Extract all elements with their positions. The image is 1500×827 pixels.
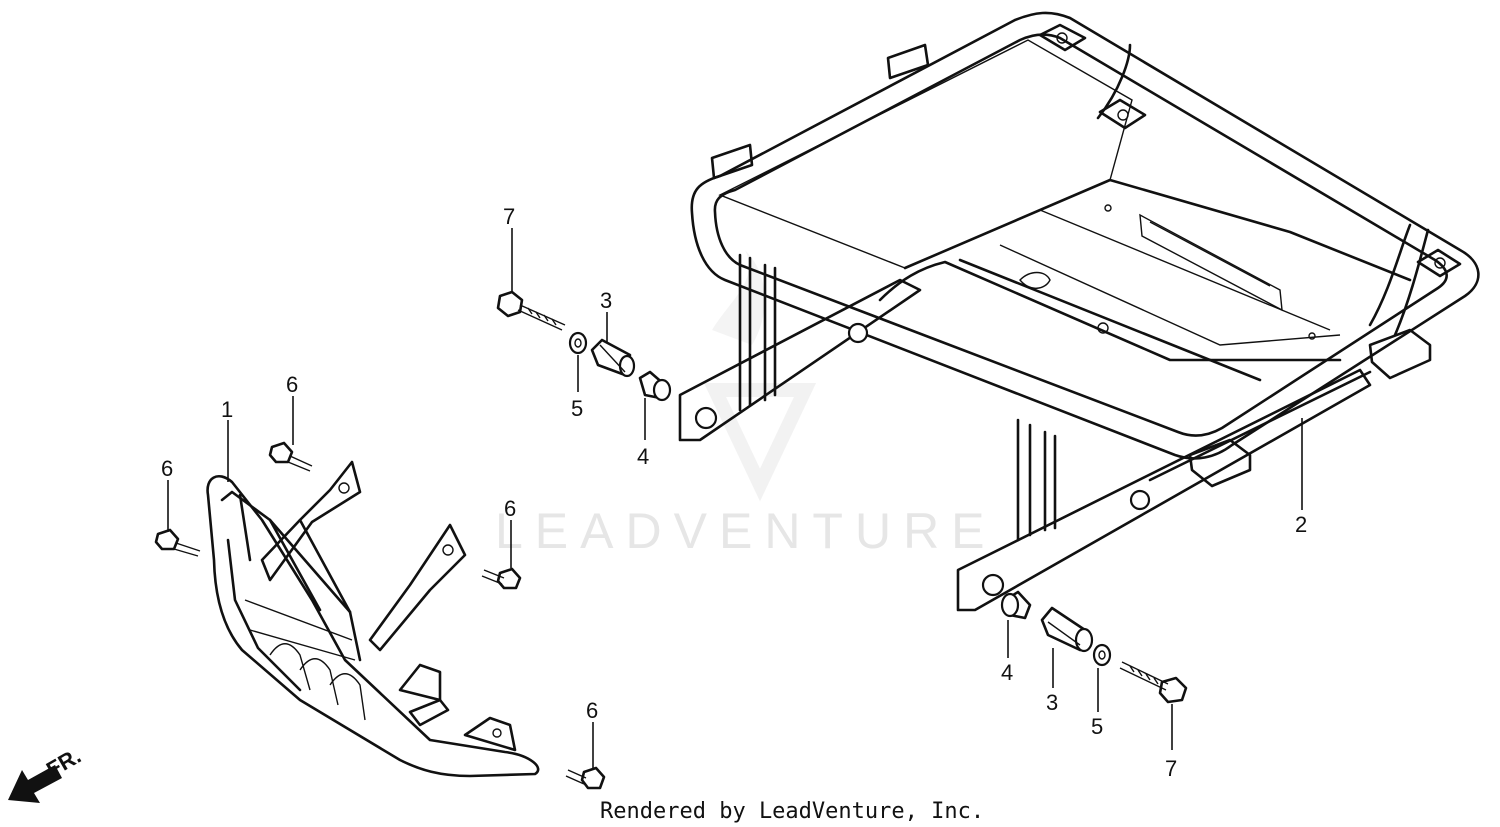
bolt-7-upper [496,290,566,331]
callout-5-lower: 5 [1091,714,1103,739]
bushing-3-lower [1040,606,1094,653]
leader-lines [167,228,1303,768]
callout-5-upper: 5 [571,396,583,421]
bolt-7-lower [1119,661,1188,704]
callout-6-b: 6 [161,456,173,481]
callout-1: 1 [221,397,233,422]
callout-3-lower: 3 [1046,690,1058,715]
render-credit: Rendered by LeadVenture, Inc. [600,799,984,824]
callout-3-upper: 3 [600,288,612,313]
bolt-6-b [154,528,201,557]
bolt-6-d [565,766,606,790]
callout-4-lower: 4 [1001,660,1013,685]
carrier-frame [678,11,1480,612]
bushing-3-upper [590,338,636,378]
collar-4-lower [1000,590,1032,620]
front-direction-arrow [8,765,62,803]
callout-6-d: 6 [586,698,598,723]
washer-5-upper [568,331,588,355]
callout-4-upper: 4 [637,444,649,469]
watermark-text: LEADVENTURE [495,503,997,559]
callout-6-a: 6 [286,372,298,397]
callout-7-lower: 7 [1165,756,1177,781]
bolt-6-a [268,441,313,472]
callout-7-upper: 7 [503,204,515,229]
callout-6-c: 6 [504,496,516,521]
callout-2: 2 [1295,512,1307,537]
bolt-6-c [481,567,522,590]
washer-5-lower [1092,643,1112,667]
collar-4-upper [638,370,672,402]
watermark-logo [703,250,817,502]
front-guard [206,460,540,778]
